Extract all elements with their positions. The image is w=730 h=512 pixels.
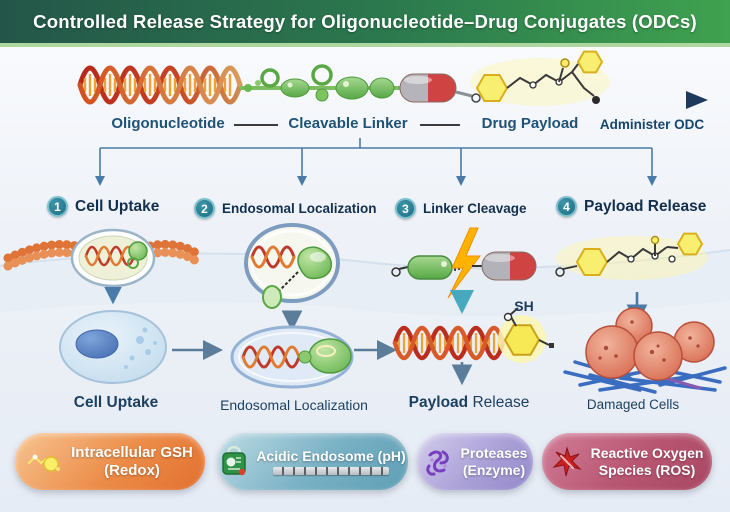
ph-scale-bar (272, 467, 389, 476)
badge-ros: Reactive Oxygen Species (ROS) (542, 433, 712, 490)
badge-line2: Species (ROS) (598, 461, 696, 478)
caption-endosomal: Endosomal Localization (220, 397, 368, 413)
step-number-badge: 1 (47, 196, 68, 217)
badge-line1: Reactive Oxygen (590, 444, 704, 461)
administer-odc-label: Administer ODC (599, 117, 705, 132)
drug-payload-label: Drug Payload (481, 115, 579, 132)
step-header-cell-uptake: 1 Cell Uptake (47, 196, 159, 217)
badge-line1: Intracellular GSH (71, 443, 193, 461)
badge-acidic-endosome: Acidic Endosome (pH) (218, 433, 408, 490)
cell-art (59, 310, 167, 384)
endosome-art (230, 325, 354, 389)
dna-helix-art (77, 65, 243, 105)
released-payload-art (555, 232, 708, 280)
payload-molecule-art (470, 50, 610, 106)
gsh-molecule-icon (28, 454, 61, 472)
oligonucleotide-label: Oligonucleotide (111, 115, 225, 132)
title-bar: Controlled Release Strategy for Oligonuc… (0, 0, 730, 47)
caption-cell-uptake: Cell Uptake (73, 394, 159, 411)
flow-branch-connector (95, 138, 657, 186)
ros-burst-icon (552, 445, 582, 476)
badge-line1: Proteases (460, 444, 528, 461)
badge-line1: Acidic Endosome (pH) (256, 447, 406, 464)
released-dna-art (392, 325, 506, 361)
endosome-vesicle-art (244, 223, 340, 309)
drug-fragment-art (472, 251, 537, 281)
caption-damaged-cells: Damaged Cells (586, 397, 680, 412)
badge-intracellular-gsh: Intracellular GSH (Redox) (15, 433, 205, 490)
caption-payload-bold: Payload (408, 394, 469, 411)
drug-capsule-art (399, 73, 481, 103)
step-label: Linker Cleavage (423, 201, 527, 216)
badge-proteases: Proteases (Enzyme) (417, 433, 533, 490)
label-dash-1 (234, 124, 278, 126)
cleavable-linker-art (240, 64, 408, 102)
uptake-vesicle-art (70, 228, 156, 288)
ph-meter-icon (222, 445, 247, 475)
thiol-molecule-art (498, 307, 554, 363)
caption-payload-release: Payload Release (409, 394, 530, 412)
step-label: Endosomal Localization (222, 201, 377, 216)
step-header-linker-cleavage: 3 Linker Cleavage (395, 198, 527, 219)
damaged-cells-art (563, 307, 727, 394)
step-header-payload-release: 4 Payload Release (556, 196, 706, 217)
badge-line2: (Enzyme) (462, 461, 526, 478)
step-label: Cell Uptake (75, 197, 160, 215)
caption-payload-rest: Release (468, 394, 530, 411)
cleavable-linker-label: Cleavable Linker (288, 115, 408, 132)
step-number-badge: 4 (556, 196, 577, 217)
badge-line2: (Redox) (104, 461, 160, 479)
label-dash-2 (420, 124, 460, 126)
thiol-sh-label: SH (514, 298, 534, 314)
step-header-endosomal: 2 Endosomal Localization (194, 198, 377, 219)
step-number-badge: 3 (395, 198, 416, 219)
step-label: Payload Release (584, 197, 707, 215)
protease-enzyme-icon (425, 450, 449, 476)
step-number-badge: 2 (194, 198, 215, 219)
page-title: Controlled Release Strategy for Oligonuc… (33, 10, 697, 32)
lightning-bolt-icon (447, 227, 482, 299)
administer-odc-arrow (598, 91, 708, 109)
